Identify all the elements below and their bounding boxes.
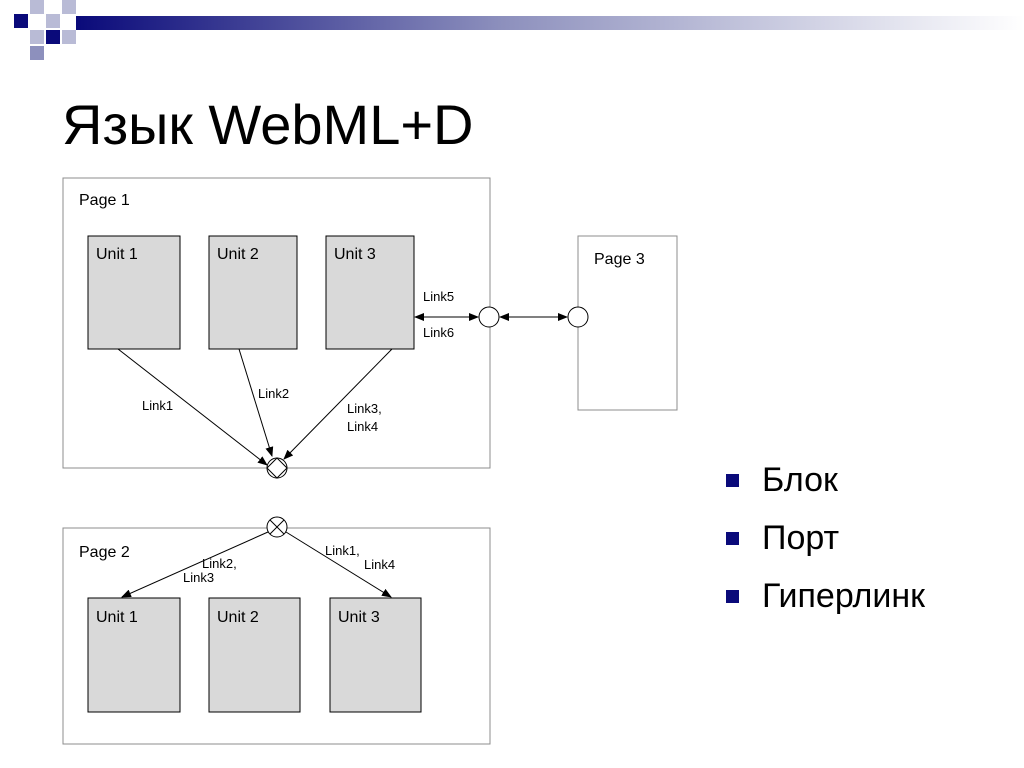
page2-label: Page 2 <box>79 544 130 561</box>
page1-label: Page 1 <box>79 192 130 209</box>
page2-unit3: Unit 3 <box>329 597 422 713</box>
link23-label-line1: Link2, <box>202 556 237 571</box>
unit-label: Unit 1 <box>96 609 138 626</box>
square-bullet-icon <box>726 532 739 545</box>
port-diamond <box>266 457 288 479</box>
unit-box <box>329 597 422 713</box>
link6-label: Link6 <box>423 325 454 340</box>
slide-title: Язык WebML+D <box>62 93 474 156</box>
header-square <box>46 14 60 28</box>
link14-arrow <box>285 531 392 598</box>
legend-item-hyperlink: Гиперлинк <box>726 576 925 634</box>
link5-label: Link5 <box>423 289 454 304</box>
slide-header-decoration <box>14 0 1024 60</box>
header-square <box>30 30 44 44</box>
page3-port <box>567 306 589 328</box>
link34-label-line2: Link4 <box>347 419 378 434</box>
unit-box <box>87 235 181 350</box>
page1-side-port <box>478 306 500 328</box>
header-square <box>46 30 60 44</box>
unit-label: Unit 1 <box>96 246 138 263</box>
header-gradient-bar <box>76 16 1024 30</box>
legend-item-label: Порт <box>762 519 840 557</box>
link1-arrow <box>117 348 268 466</box>
page1-unit3: Unit 3 <box>325 235 415 350</box>
page3-border <box>577 235 678 411</box>
page2-entry-port <box>266 516 288 538</box>
page2-unit2: Unit 2 <box>208 597 301 713</box>
square-bullet-icon <box>726 474 739 487</box>
page1-unit1: Unit 1 <box>87 235 181 350</box>
link34-label-line1: Link3, <box>347 401 382 416</box>
legend-list: Блок Порт Гиперлинк <box>726 460 925 634</box>
unit-label: Unit 3 <box>338 609 380 626</box>
unit-box <box>208 235 298 350</box>
page2-frame: Page 2 Unit 1 Unit 2 Unit 3 <box>62 527 491 745</box>
link2-arrow <box>238 348 274 457</box>
header-square <box>30 0 44 14</box>
unit-label: Unit 2 <box>217 246 259 263</box>
link14-label-line1: Link1, <box>325 543 360 558</box>
link2-label: Link2 <box>258 386 289 401</box>
link14-label-line2: Link4 <box>364 557 395 572</box>
link23-label-line2: Link3 <box>183 570 214 585</box>
legend-item-label: Блок <box>762 461 838 499</box>
unit-label: Unit 3 <box>334 246 376 263</box>
link1-label: Link1 <box>142 398 173 413</box>
unit-box <box>325 235 415 350</box>
page3-frame: Page 3 <box>577 235 678 411</box>
page3-label: Page 3 <box>594 251 645 268</box>
header-square <box>62 30 76 44</box>
unit-box <box>208 597 301 713</box>
legend-item-label: Гиперлинк <box>762 577 926 615</box>
page1-unit2: Unit 2 <box>208 235 298 350</box>
unit-label: Unit 2 <box>217 609 259 626</box>
port-cross <box>269 519 285 535</box>
header-square <box>30 46 44 60</box>
legend-item-port: Порт <box>726 518 925 576</box>
header-square <box>62 0 76 14</box>
page2-unit1: Unit 1 <box>87 597 181 713</box>
square-bullet-icon <box>726 590 739 603</box>
legend-item-block: Блок <box>726 460 925 518</box>
page1-frame: Page 1 Unit 1 Unit 2 Unit 3 <box>62 177 491 469</box>
link34-arrow <box>283 348 393 460</box>
port-circle <box>266 457 288 479</box>
unit-box <box>87 597 181 713</box>
page1-exit-port <box>266 457 288 479</box>
link23-arrow <box>121 531 269 598</box>
header-square <box>14 14 28 28</box>
